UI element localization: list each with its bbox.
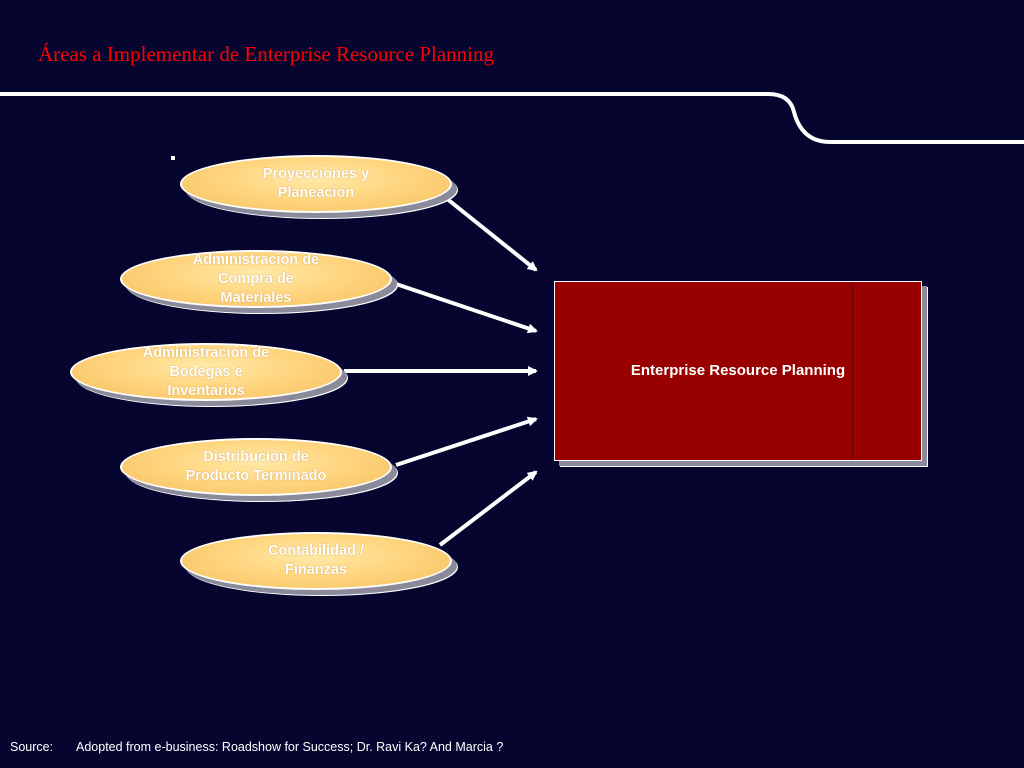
arrow-contabilidad	[438, 470, 538, 547]
page-title: Áreas a Implementar de Enterprise Resour…	[38, 42, 495, 66]
oval-label: Proyecciones y Planeación	[262, 166, 370, 201]
source-label: Source:	[10, 740, 54, 754]
arrow-proyecciones	[444, 196, 538, 272]
arrow-distribucion	[395, 416, 538, 467]
erp-center-box: Enterprise Resource Planning	[554, 281, 922, 461]
source-text: Adopted from e-business: Roadshow for Su…	[76, 740, 504, 754]
box-divider	[852, 282, 853, 460]
source-footer: Source: Adopted from e-business: Roadshow…	[10, 740, 503, 754]
oval-label: Contabilidad / Finanzas	[268, 543, 364, 578]
oval-bodegas-inventarios: Administración de Bodegas e Inventarios	[70, 343, 342, 401]
bullet-dot	[171, 156, 175, 160]
arrow-compra	[395, 282, 538, 334]
oval-label: Administración de Compra de Materiales	[192, 251, 320, 306]
oval-label: Administración de Bodegas e Inventarios	[142, 344, 270, 399]
oval-label: Distribución de Producto Terminado	[185, 449, 327, 484]
oval-compra-materiales: Administración de Compra de Materiales	[120, 250, 392, 308]
oval-proyecciones: Proyecciones y Planeación	[180, 155, 452, 213]
header-divider-line	[0, 92, 1024, 144]
oval-contabilidad: Contabilidad / Finanzas	[180, 532, 452, 590]
erp-center-label: Enterprise Resource Planning	[630, 361, 846, 379]
oval-distribucion: Distribución de Producto Terminado	[120, 438, 392, 496]
